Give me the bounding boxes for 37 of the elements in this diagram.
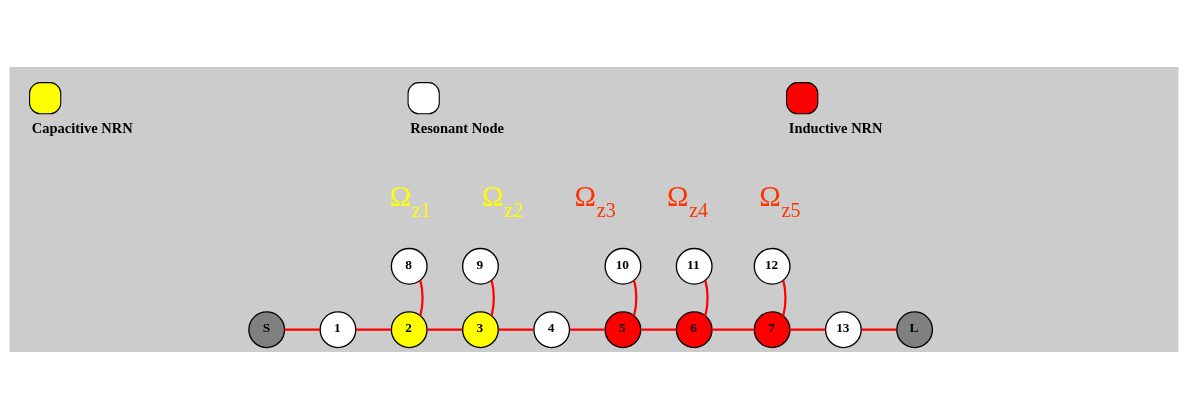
node-label: Ω$_{z4}$ [666,179,709,221]
node-circle: 4 [533,311,571,349]
connector [419,280,424,316]
node-circle: 9 [461,247,499,285]
node-circle: 5 [604,311,642,349]
connector [704,280,709,316]
node-circle: 3 [461,311,499,349]
connector [355,328,392,331]
legend-label: Resonant Node [410,120,504,137]
connector [861,328,897,331]
node-label: Ω$_{z3}$ [574,179,616,221]
node-circle: 13 [824,311,862,349]
node-circle: 6 [675,311,713,349]
node-circle: 11 [675,247,713,285]
node-circle: 12 [753,247,791,285]
connector [782,280,787,316]
connector [498,328,534,331]
connector [790,328,826,331]
node-circle: 2 [390,311,428,349]
legend-label: Inductive NRN [788,120,883,137]
node-circle: 10 [604,247,642,285]
connector [490,280,495,316]
connector [284,328,320,331]
node-label: Ω$_{z1}$ [389,179,431,221]
node-circle: 8 [390,247,428,285]
node-circle: L [896,311,934,349]
connector [641,328,676,331]
node-circle: S [248,311,286,349]
node-circle: 7 [753,311,791,349]
connector [712,328,754,331]
connector [633,280,638,316]
node-label: Ω$_{z5}$ [759,179,801,221]
node-label: Ω$_{z2}$ [482,179,524,221]
connector [570,328,605,331]
connector [427,328,463,331]
node-circle: 1 [319,311,357,349]
legend-label: Capacitive NRN [31,120,133,137]
